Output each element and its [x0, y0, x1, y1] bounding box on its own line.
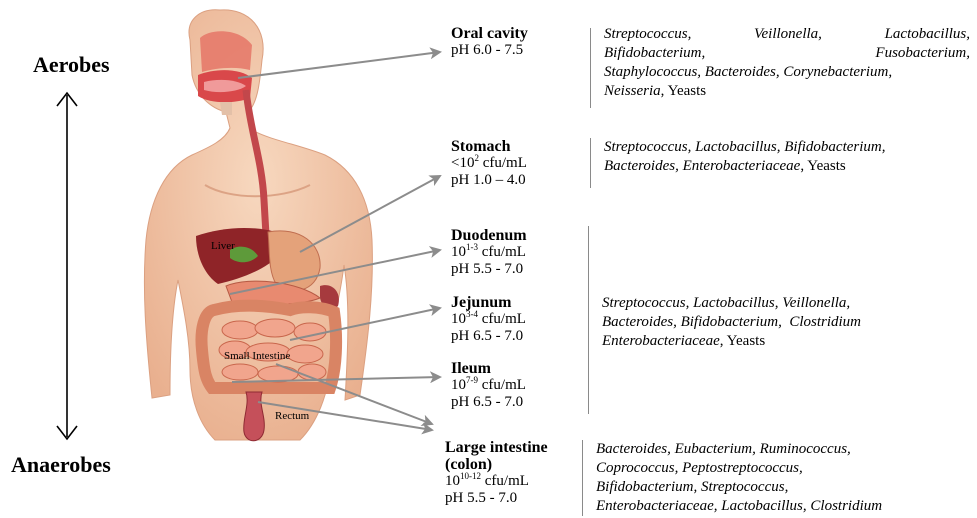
organ-name: Ileum [451, 360, 526, 377]
divider-oral [590, 28, 591, 108]
organ-count: <102 cfu/mL [451, 155, 527, 172]
bacteria-large-intestine: Bacteroides, Eubacterium, Ruminococcus, … [596, 440, 966, 516]
aerobes-label: Aerobes [33, 52, 110, 78]
divider-small-intestine [588, 226, 589, 414]
organ-name: Jejunum [451, 294, 526, 311]
bacteria-small-intestine: Streptococcus, Lactobacillus, Veillonell… [602, 294, 962, 351]
organ-ph: pH 6.5 - 7.0 [451, 394, 526, 411]
arrow-oral-cavity [238, 52, 440, 78]
organ-duodenum: Duodenum 101-3 cfu/mL pH 5.5 - 7.0 [451, 227, 527, 278]
organ-count: 1010-12 cfu/mL [445, 473, 548, 490]
organ-ph: pH 6.0 - 7.5 [451, 42, 528, 59]
divider-stomach [590, 138, 591, 188]
bacteria-oral-cavity: Streptococcus, Veillonella, Lactobacillu… [604, 25, 970, 101]
rectum-label: Rectum [275, 410, 309, 422]
divider-large-intestine [582, 440, 583, 516]
organ-ph: pH 6.5 - 7.0 [451, 328, 526, 345]
organ-stomach: Stomach <102 cfu/mL pH 1.0 – 4.0 [451, 138, 527, 189]
bacteria-stomach: Streptococcus, Lactobacillus, Bifidobact… [604, 138, 970, 176]
small-intestine-label: Small Intestine [224, 350, 290, 362]
organ-name: Stomach [451, 138, 527, 155]
organ-count: 101-3 cfu/mL [451, 244, 527, 261]
organ-name: Large intestine [445, 439, 548, 456]
rectum-drawing [244, 392, 265, 441]
organ-name: Duodenum [451, 227, 527, 244]
organ-ph: pH 5.5 - 7.0 [451, 261, 527, 278]
anaerobes-label: Anaerobes [11, 452, 111, 478]
organ-jejunum: Jejunum 103-4 cfu/mL pH 6.5 - 7.0 [451, 294, 526, 345]
organ-large-intestine: Large intestine (colon) 1010-12 cfu/mL p… [445, 439, 548, 507]
organ-ph: pH 5.5 - 7.0 [445, 490, 548, 507]
organ-count: 107-9 cfu/mL [451, 377, 526, 394]
oxygen-gradient-arrow [57, 93, 77, 439]
organ-count: 103-4 cfu/mL [451, 311, 526, 328]
organ-ph: pH 1.0 – 4.0 [451, 172, 527, 189]
organ-ileum: Ileum 107-9 cfu/mL pH 6.5 - 7.0 [451, 360, 526, 411]
organ-oral-cavity: Oral cavity pH 6.0 - 7.5 [451, 25, 528, 59]
organ-name: Oral cavity [451, 25, 528, 42]
liver-label: Liver [211, 240, 235, 252]
